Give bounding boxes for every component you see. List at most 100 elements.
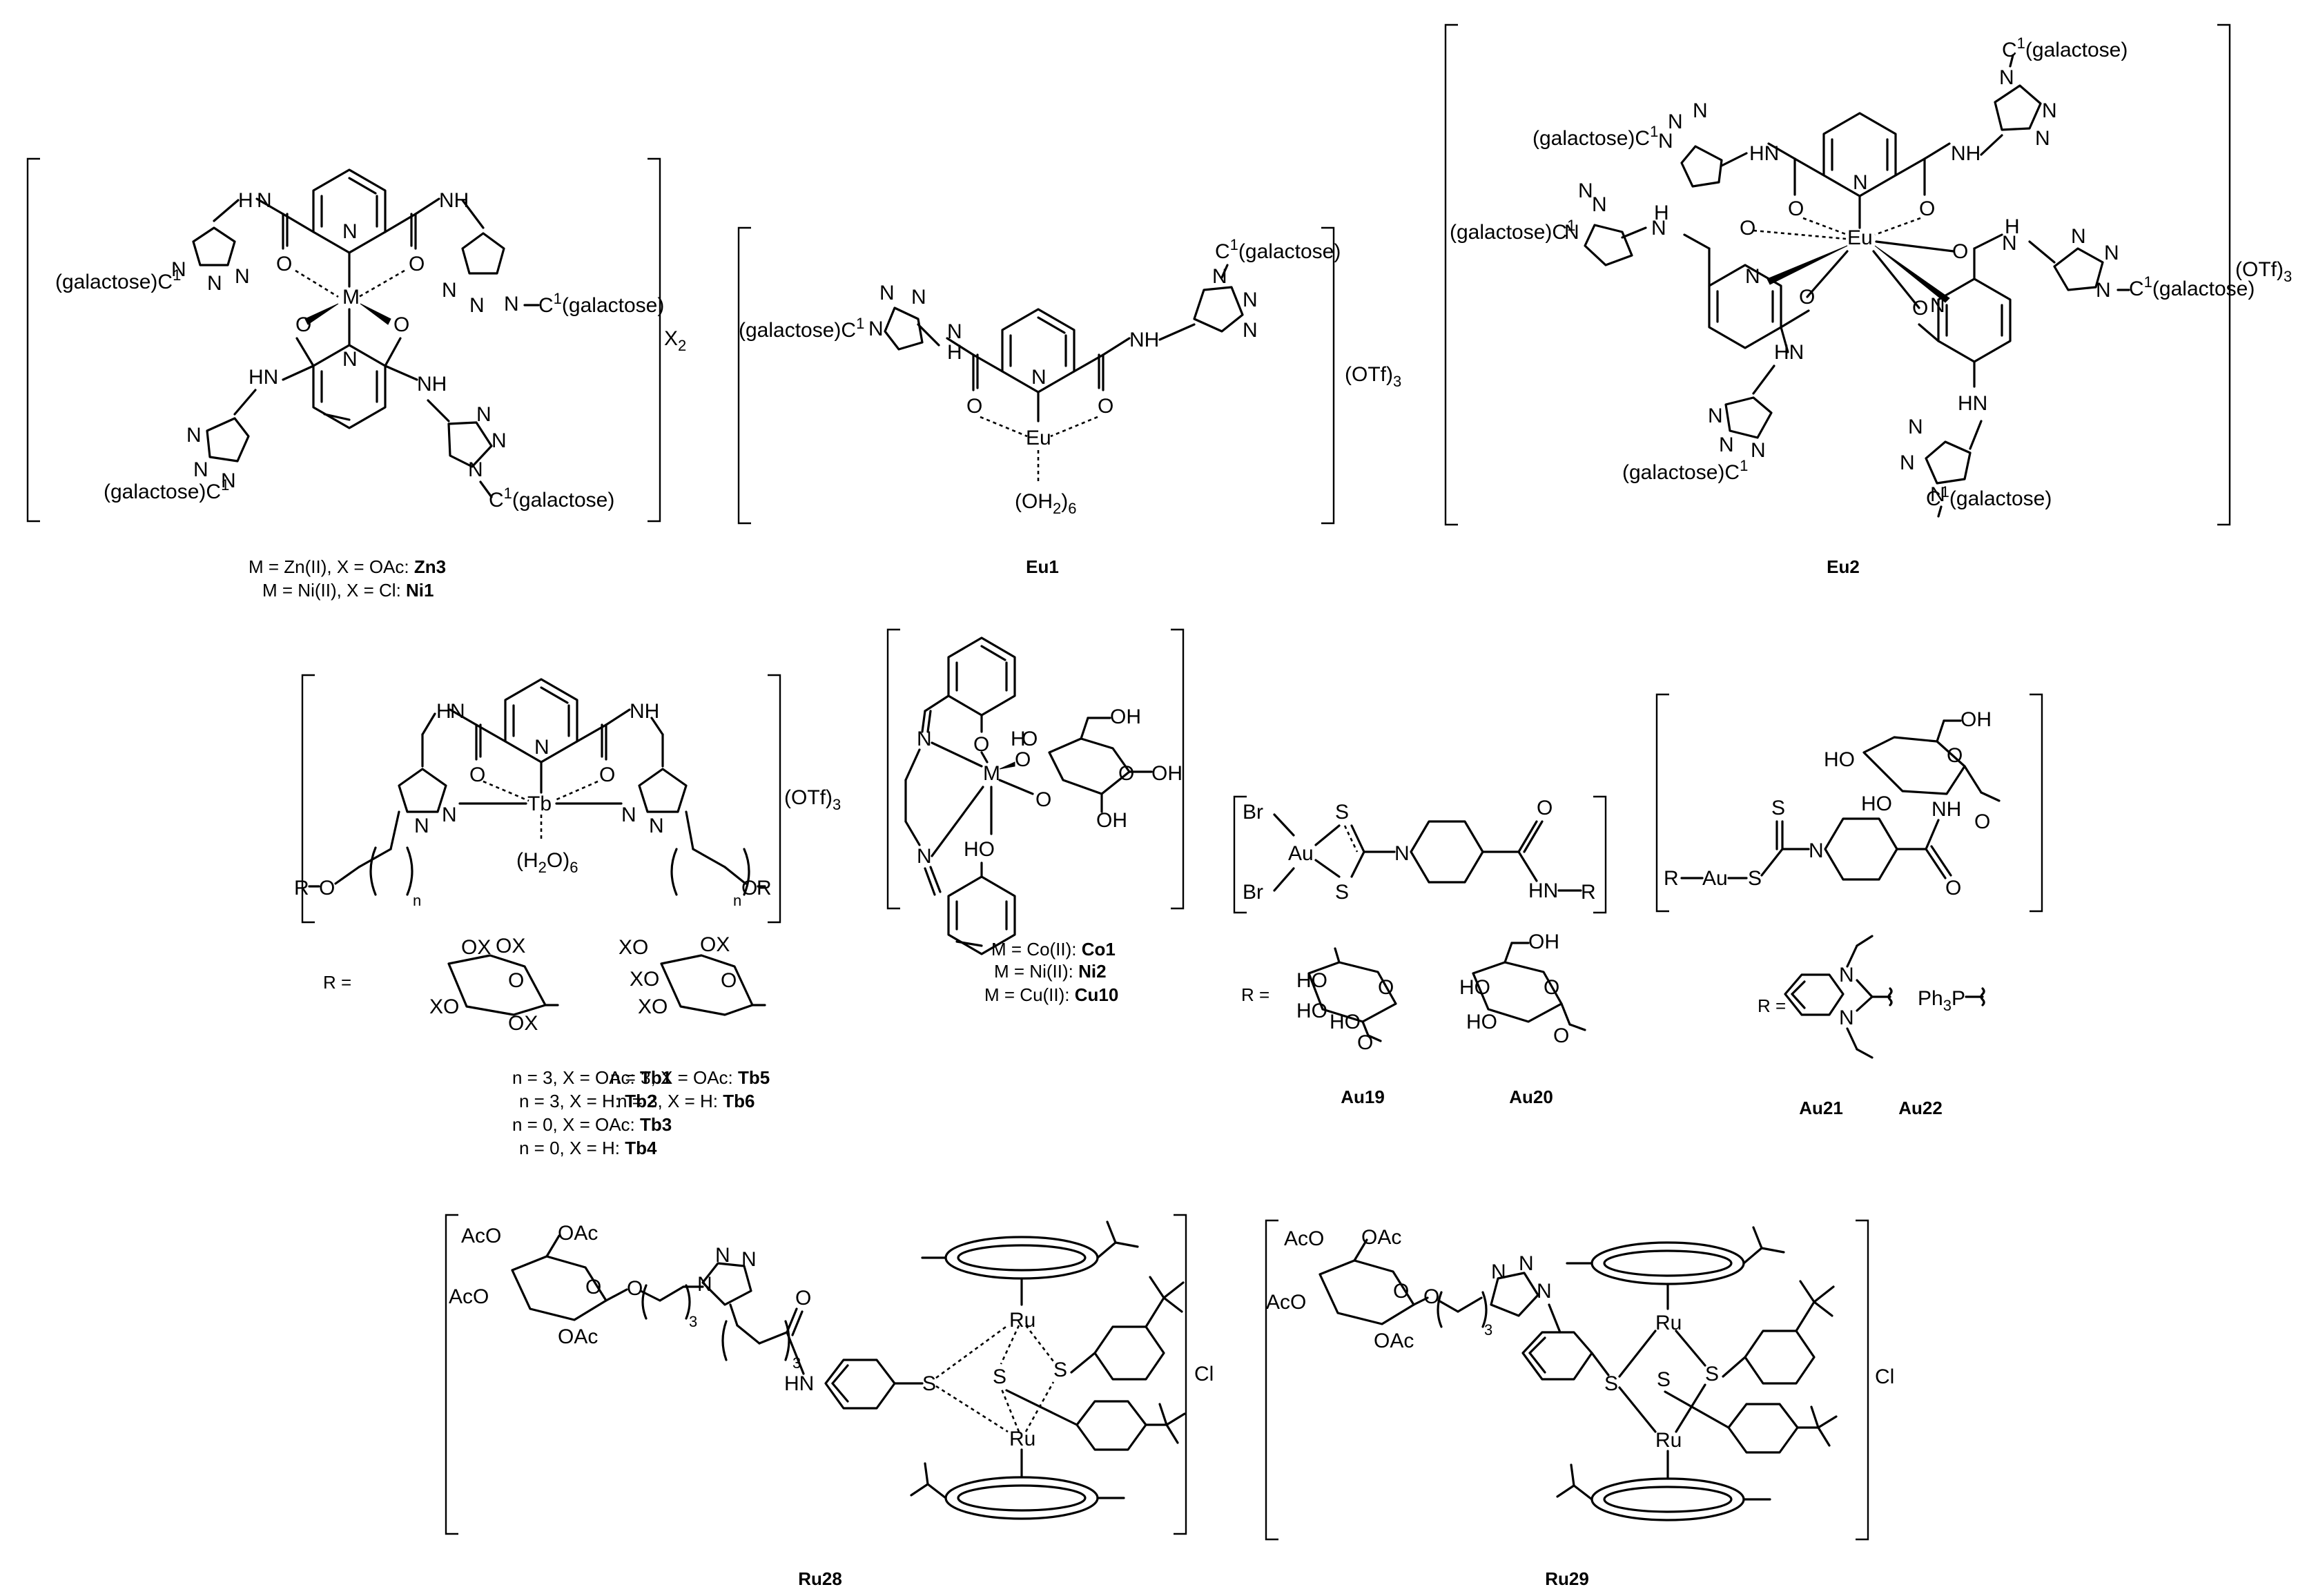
svg-text:O: O [741, 877, 757, 899]
svg-text:OAc: OAc [1374, 1330, 1414, 1352]
caption-tb5: n = 3, X = OAc: Tb5 [610, 1067, 770, 1088]
sugar-galactose-ox: OX OX O XO OX [429, 935, 559, 1035]
svg-text:N: N [450, 700, 465, 723]
svg-text:HO: HO [964, 838, 995, 861]
svg-text:O: O [585, 1276, 601, 1298]
svg-text:O: O [508, 969, 524, 992]
svg-text:N: N [1853, 171, 1868, 194]
svg-text:N: N [1564, 221, 1579, 244]
svg-text:3: 3 [1484, 1321, 1492, 1339]
svg-text:N: N [442, 279, 457, 302]
svg-text:O: O [1788, 197, 1804, 220]
svg-text:NH: NH [439, 189, 469, 212]
metal-ru-top: Ru [1655, 1312, 1682, 1334]
svg-text:N: N [1537, 1280, 1552, 1303]
metal-ru-top: Ru [1009, 1309, 1035, 1332]
svg-text:O: O [795, 1287, 811, 1310]
svg-text:O: O [1740, 217, 1755, 240]
svg-text:H: H [1654, 202, 1669, 224]
triazole-top-left [192, 226, 236, 266]
triazole-bottom-left [206, 417, 250, 463]
svg-text:N: N [221, 469, 236, 492]
svg-text:AcO: AcO [1266, 1291, 1306, 1314]
svg-text:O: O [276, 253, 292, 275]
svg-text:NH: NH [417, 373, 447, 396]
svg-text:H: H [1011, 728, 1026, 750]
metal-tb: Tb [527, 792, 552, 815]
svg-text:S: S [1657, 1368, 1671, 1391]
svg-text:OX: OX [508, 1012, 538, 1035]
bracket-right [2217, 23, 2231, 526]
svg-text:O: O [1035, 788, 1051, 811]
svg-text:N: N [715, 1244, 730, 1267]
triazole-left [884, 306, 924, 351]
piperidine [1824, 817, 1898, 881]
svg-text:H: H [238, 189, 253, 212]
svg-text:C1(galactose): C1(galactose) [1926, 483, 2052, 510]
svg-text:N: N [342, 348, 358, 371]
svg-text:N: N [1491, 1261, 1506, 1283]
svg-text:N: N [1394, 842, 1410, 865]
svg-text:N: N [1809, 839, 1824, 862]
svg-text:HN: HN [1749, 142, 1779, 165]
svg-text:O: O [599, 763, 615, 786]
pyridine-ring-right [1937, 278, 2012, 363]
caption-co1: M = Co(II): Co1 [991, 939, 1116, 960]
caption-tb1: n = 3, X = OAc: Tb1 [512, 1067, 672, 1088]
svg-text:N: N [911, 286, 926, 309]
complex-au-sugar-amide: R Au S S N O NH O OH HO HO O R = NN Ph3P… [1655, 693, 2043, 1118]
svg-text:N: N [476, 403, 492, 426]
svg-text:S: S [1748, 867, 1762, 890]
svg-text:N: N [257, 189, 272, 212]
svg-text:O: O [1952, 240, 1968, 263]
svg-text:O: O [1919, 197, 1935, 220]
sugar-peracetyl-galactose: O AcO OAc AcO OAc [1266, 1226, 1429, 1352]
triazole-bottom-right [447, 421, 493, 468]
svg-text:OAc: OAc [558, 1325, 598, 1348]
triazole-ml [1584, 224, 1633, 266]
svg-text:S: S [1771, 797, 1785, 819]
svg-text:HN: HN [1528, 879, 1558, 902]
svg-text:N: N [1243, 319, 1258, 342]
svg-text:N: N [2104, 242, 2119, 264]
svg-text:AcO: AcO [1284, 1227, 1324, 1250]
tbu-phenyl-bottom [1727, 1403, 1799, 1454]
svg-text:C1(galactose): C1(galactose) [1215, 236, 1341, 263]
svg-text:HN: HN [1958, 392, 1987, 415]
svg-text:OAc: OAc [1361, 1226, 1401, 1249]
bracket-left [1444, 23, 1458, 526]
svg-text:XO: XO [619, 936, 648, 959]
svg-text:N: N [621, 804, 636, 826]
bracket-right [1856, 1219, 1869, 1541]
svg-text:N: N [1839, 1006, 1854, 1029]
r-equals: R = [1241, 984, 1269, 1005]
water-ligand: (OH2)6 [1015, 490, 1077, 517]
counter-ion-x2: X2 [664, 327, 686, 354]
counter-ion-cl: Cl [1194, 1363, 1214, 1385]
label-eu1: Eu1 [1026, 556, 1059, 577]
complex-eu1: (OTf)3 N O HN O NH NN N (galactose)C1 NN… [737, 226, 1401, 577]
metal-ru-bottom: Ru [1655, 1429, 1682, 1452]
svg-text:HO: HO [1296, 1000, 1327, 1022]
svg-text:n: n [733, 892, 741, 909]
water-ligand: (H2O)6 [516, 849, 578, 876]
svg-text:O: O [1423, 1285, 1439, 1308]
svg-text:HN: HN [249, 366, 278, 389]
caption-tb3: n = 0, X = OAc: Tb3 [512, 1114, 672, 1135]
svg-text:XO: XO [630, 968, 659, 991]
svg-text:R: R [1581, 881, 1596, 904]
svg-text:O: O [393, 313, 409, 336]
metal-eu: Eu [1847, 226, 1873, 249]
svg-text:O: O [469, 763, 485, 786]
svg-text:N: N [1212, 265, 1227, 288]
label-au20: Au20 [1509, 1087, 1553, 1107]
label-au21: Au21 [1799, 1098, 1843, 1118]
svg-text:N: N [1745, 265, 1760, 288]
sugar-rhamnose: O HO HO HO O [1296, 947, 1397, 1054]
svg-text:N: N [879, 282, 895, 304]
counter-ion-otf3: (OTf)3 [1345, 363, 1401, 390]
phenyl-top [947, 636, 1016, 717]
svg-text:N: N [207, 272, 222, 295]
